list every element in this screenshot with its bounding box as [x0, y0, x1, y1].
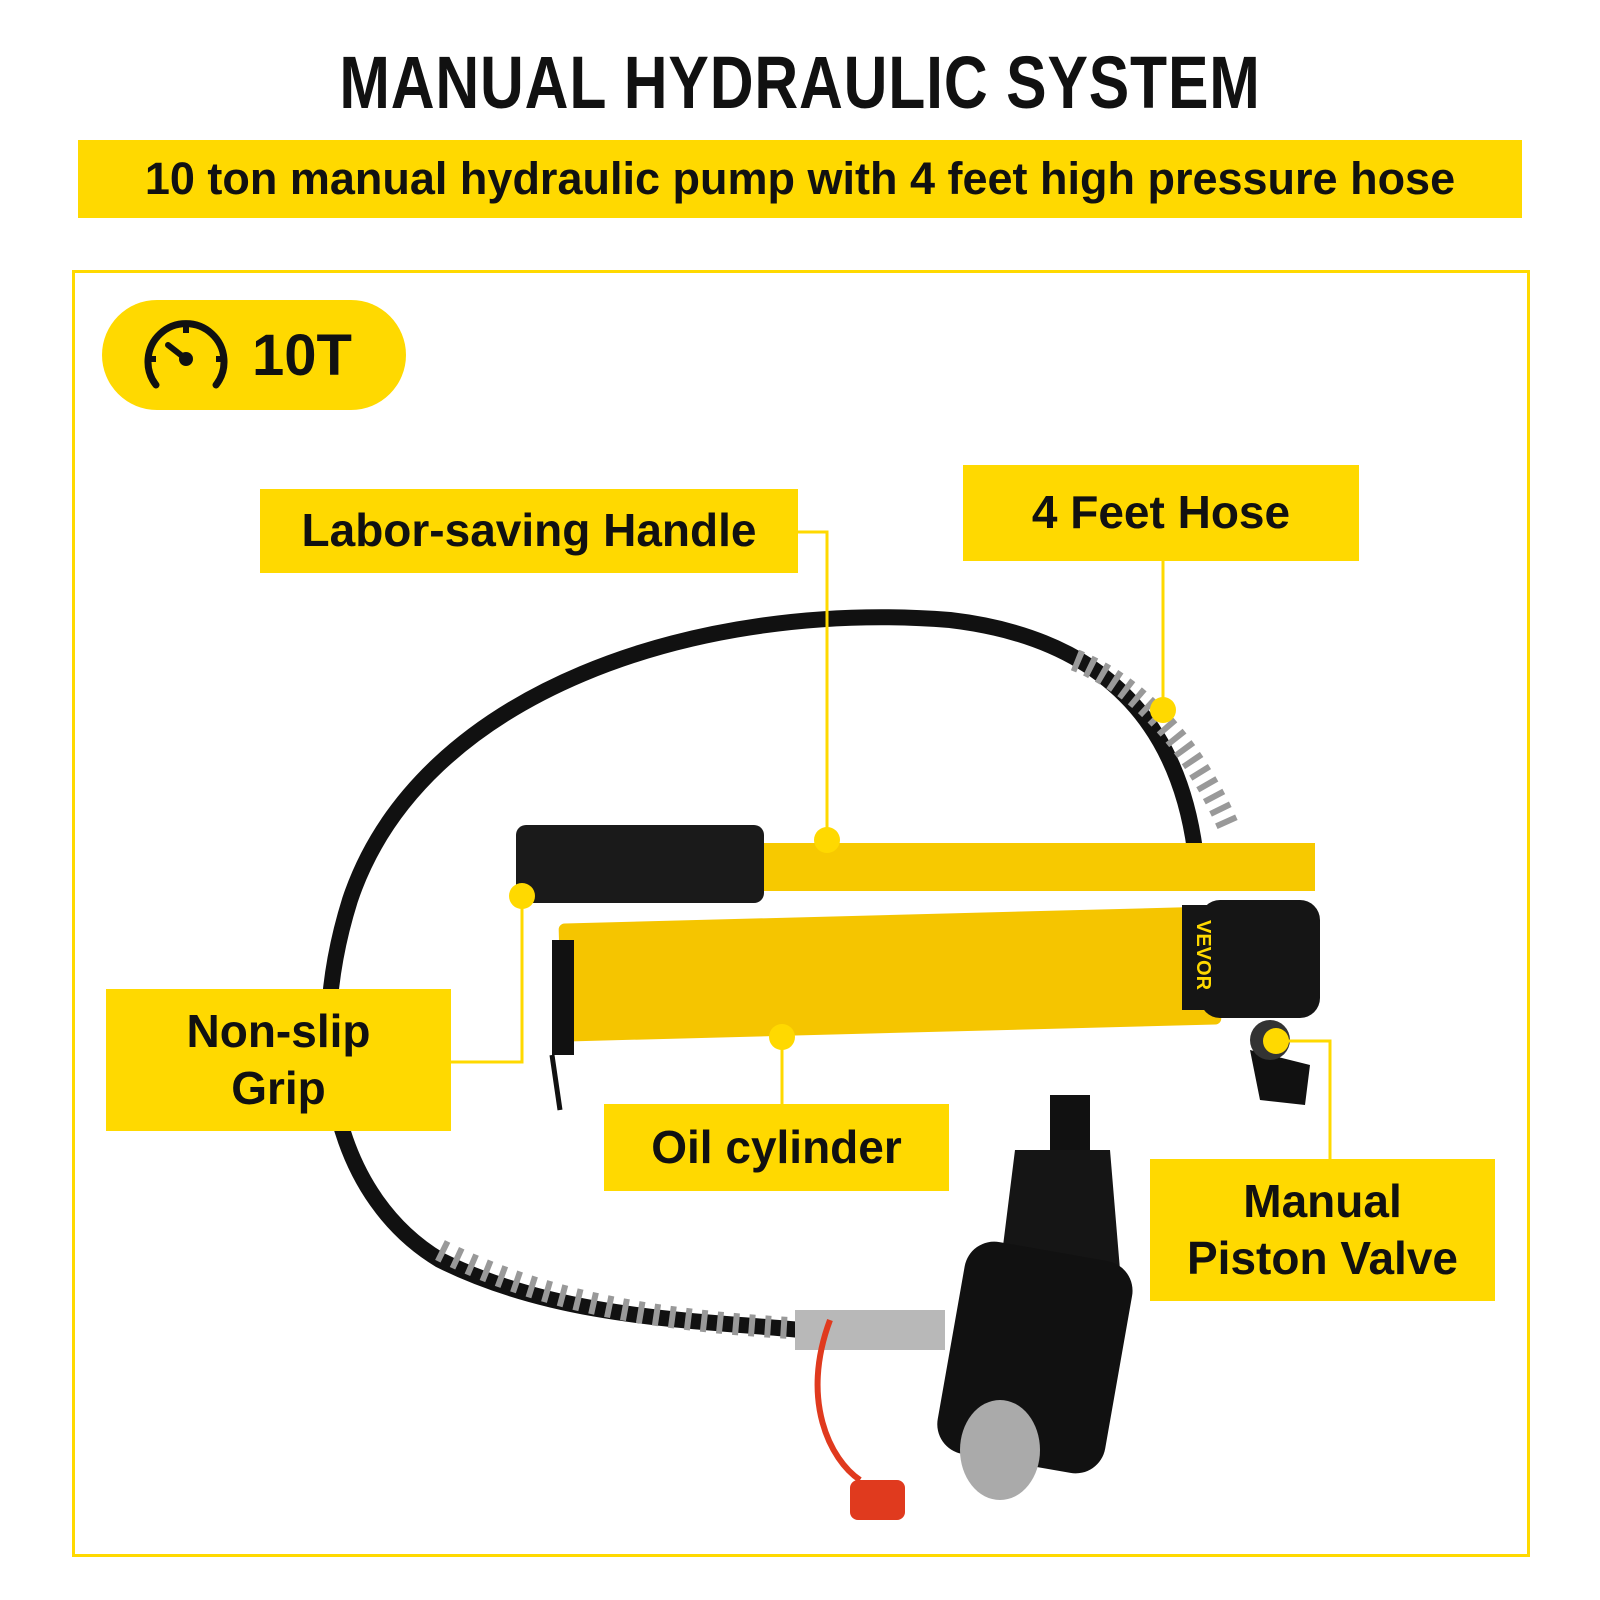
leader-dots [509, 697, 1289, 1054]
page-title: MANUAL HYDRAULIC SYSTEM [339, 41, 1261, 124]
brand-band [1182, 905, 1212, 1010]
dust-cap [850, 1480, 905, 1520]
ram-body [1000, 1150, 1120, 1270]
cylinder-cap [552, 940, 574, 1055]
callout-cylinder: Oil cylinder [604, 1104, 949, 1191]
callout-handle: Labor-saving Handle [260, 489, 798, 573]
capacity-value: 10T [252, 322, 352, 388]
handle-bar [760, 843, 1315, 891]
hose-spring-bottom [435, 1240, 791, 1339]
release-lever [549, 1054, 563, 1111]
capacity-badge: 10T [102, 300, 406, 410]
non-slip-grip [516, 825, 764, 903]
callout-hose: 4 Feet Hose [963, 465, 1359, 561]
callout-valve-line2: Piston Valve [1186, 1232, 1458, 1284]
subtitle-banner: 10 ton manual hydraulic pump with 4 feet… [78, 140, 1522, 218]
brand-logo: VEVOR [1192, 920, 1214, 991]
valve-lever [1250, 1050, 1310, 1105]
dust-cap-strap [814, 1318, 862, 1483]
hose-spring-top [1070, 649, 1241, 835]
callout-grip-line1: Non-slip [186, 1004, 371, 1057]
oil-cylinder [558, 906, 1222, 1042]
coupler [795, 1310, 945, 1350]
ram-piston [960, 1400, 1040, 1500]
ram-thread [1050, 1095, 1090, 1155]
callout-grip-line2: Grip [231, 1062, 326, 1114]
callout-valve-line1: Manual [1243, 1174, 1402, 1227]
callout-valve: Manual Piston Valve [1150, 1159, 1495, 1301]
callout-grip: Non-slip Grip [106, 989, 451, 1131]
product-frame [72, 270, 1530, 1557]
gauge-icon [144, 320, 228, 389]
pump-head [1200, 900, 1320, 1018]
